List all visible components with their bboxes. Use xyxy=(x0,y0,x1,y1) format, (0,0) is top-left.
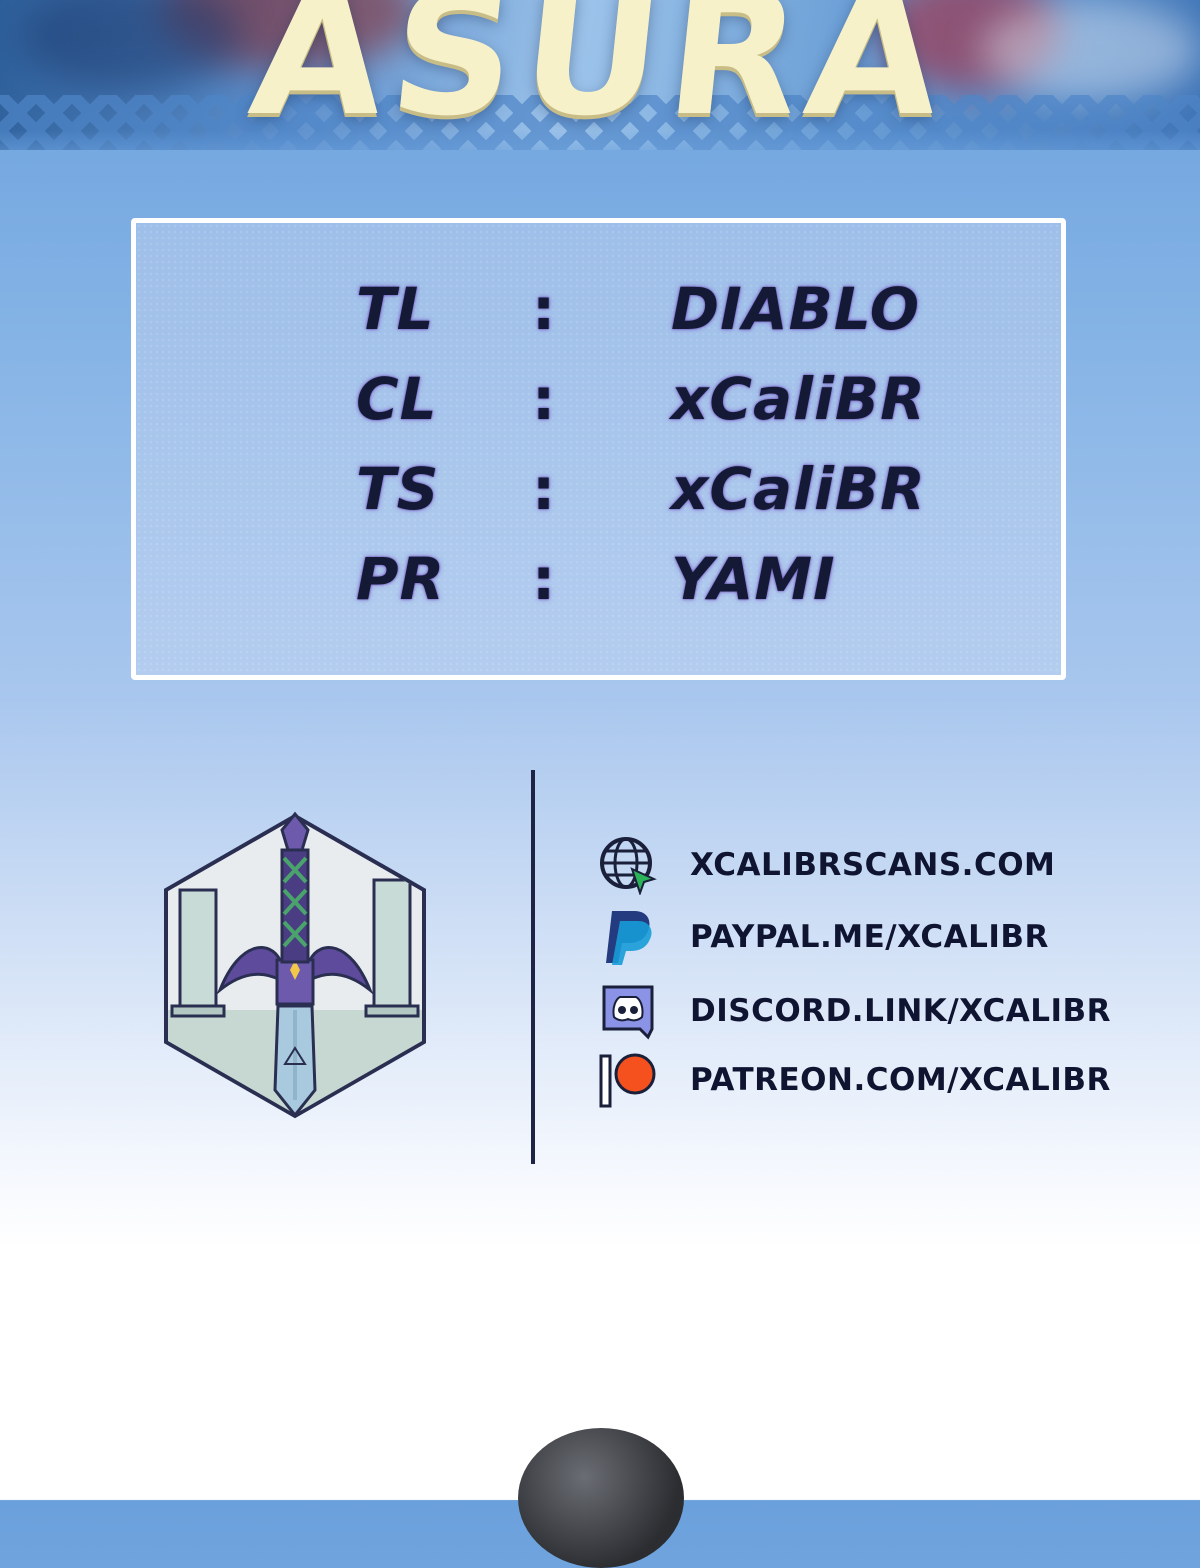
link-text: PAYPAL.ME/XCALIBR xyxy=(690,919,1049,955)
discord-icon xyxy=(602,985,654,1040)
link-text: DISCORD.LINK/XCALIBR xyxy=(690,993,1111,1029)
credit-separator: : xyxy=(532,365,557,433)
globe-icon xyxy=(600,837,657,895)
link-website[interactable]: XCALIBRSCANS.COM xyxy=(598,835,1098,895)
credit-separator: : xyxy=(532,545,557,613)
banner-art xyxy=(980,0,1200,100)
credit-separator: : xyxy=(532,455,557,523)
credit-role: PR xyxy=(356,545,446,613)
credit-name: YAMI xyxy=(671,545,836,613)
master-sword-emblem xyxy=(164,811,426,1119)
series-title: ASURA xyxy=(242,0,958,150)
credits-panel: TL : DIABLO CL : xCaliBR TS : xCaliBR PR… xyxy=(131,218,1066,680)
credit-row: CL : xCaliBR xyxy=(136,365,1061,455)
credit-role: TL xyxy=(356,275,435,343)
paypal-icon xyxy=(606,911,652,965)
link-text: XCALIBRSCANS.COM xyxy=(690,847,1056,883)
credit-row: PR : YAMI xyxy=(136,545,1061,635)
link-text: PATREON.COM/XCALIBR xyxy=(690,1062,1111,1098)
credit-name: DIABLO xyxy=(671,275,921,343)
credit-role: CL xyxy=(356,365,438,433)
credit-separator: : xyxy=(532,275,557,343)
header-banner: ASURA xyxy=(0,0,1200,150)
link-discord[interactable]: DISCORD.LINK/XCALIBR xyxy=(598,981,1110,1041)
patreon-icon xyxy=(599,1053,656,1108)
credit-role: TS xyxy=(356,455,440,523)
credit-row: TS : xCaliBR xyxy=(136,455,1061,545)
link-patreon[interactable]: PATREON.COM/XCALIBR xyxy=(598,1050,1110,1110)
page-number-badge xyxy=(518,1428,684,1568)
credit-name: xCaliBR xyxy=(671,455,926,523)
credit-row: TL : DIABLO xyxy=(136,275,1061,365)
vertical-divider xyxy=(531,770,535,1164)
banner-art xyxy=(20,0,240,90)
credit-name: xCaliBR xyxy=(671,365,926,433)
link-paypal[interactable]: PAYPAL.ME/XCALIBR xyxy=(598,907,1098,967)
